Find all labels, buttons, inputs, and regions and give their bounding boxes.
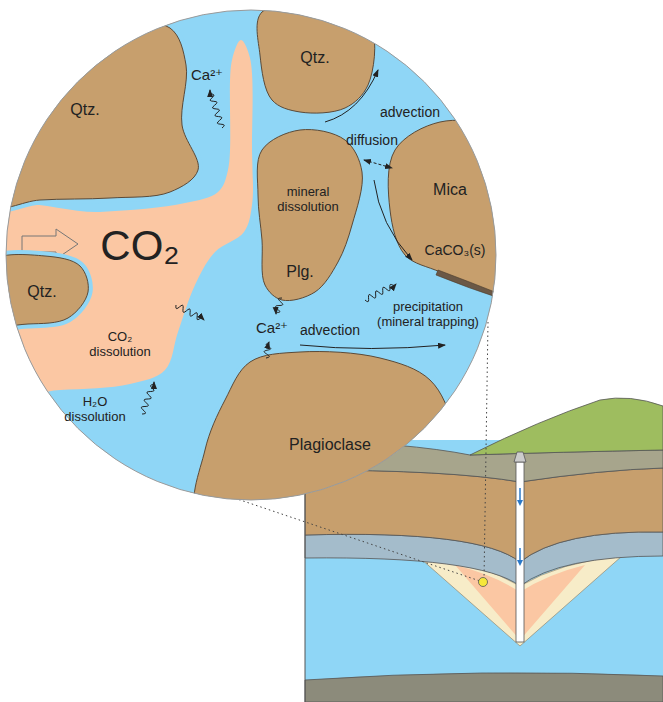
mineral-grain: Qtz. (0, 14, 208, 215)
process-label: advection (300, 322, 360, 338)
advection-arrow (300, 345, 445, 349)
dissolution-wiggle (276, 298, 283, 314)
phase-label: CO₂ (100, 222, 179, 270)
grain-shape (194, 352, 476, 530)
dissolution-wiggle (365, 284, 396, 302)
grain-label: Mica (433, 181, 467, 199)
basement-layer (305, 673, 663, 702)
hill (470, 398, 663, 455)
ion-label: Ca²⁺ (256, 319, 288, 336)
grain-shape (0, 22, 198, 208)
grain-shape (257, 130, 362, 301)
process-label: H₂O dissolution (58, 395, 132, 425)
leader-dotted (484, 322, 488, 580)
grain-label: Plagioclase (289, 436, 371, 454)
mineral-grain: Mica (380, 112, 530, 310)
advection-arrow (374, 180, 412, 260)
grain-shape (388, 120, 529, 302)
injection-arrow (519, 488, 521, 500)
location-dot (479, 578, 488, 587)
aquifer-layer (305, 440, 663, 702)
dissolution-wiggle (210, 90, 224, 128)
mineral-grain: mineral dissolutionPlg. (248, 120, 372, 310)
process-label: CO₂ dissolution (83, 330, 157, 360)
process-label: precipitation (mineral trapping) (371, 300, 485, 330)
mineral-grain: Plagioclase (190, 342, 480, 530)
diffusion-arrow (364, 160, 392, 168)
magnifier-rim (6, 10, 496, 500)
injection-arrowhead (517, 560, 523, 566)
well-casing (516, 462, 524, 642)
grain-label: Plg. (286, 263, 314, 281)
water-film (194, 352, 476, 530)
water-film (0, 22, 198, 208)
injection-arrow (519, 548, 521, 560)
injection-arrowhead (517, 500, 523, 506)
grain-label: Qtz. (70, 101, 99, 119)
process-label: diffusion (346, 132, 398, 148)
grain-outline (0, 14, 208, 215)
ion-label: Ca²⁺ (191, 66, 223, 83)
grain-label: Qtz. (300, 49, 329, 67)
grain-outline (380, 112, 530, 310)
mineral-label: CaCO₃(s) (425, 242, 486, 258)
water-film (257, 130, 362, 301)
grain-label: Qtz. (27, 283, 56, 301)
dissolution-wiggle (264, 342, 271, 358)
dissolution-wiggle (141, 382, 154, 414)
advection-arrow (325, 70, 378, 122)
dissolution-wiggle (176, 305, 204, 320)
process-label: advection (380, 104, 440, 120)
process-note: mineral dissolution (268, 185, 348, 215)
wellhead (514, 452, 526, 462)
grain-outline (248, 120, 372, 310)
water-film (388, 120, 529, 302)
cross-section (175, 322, 663, 702)
